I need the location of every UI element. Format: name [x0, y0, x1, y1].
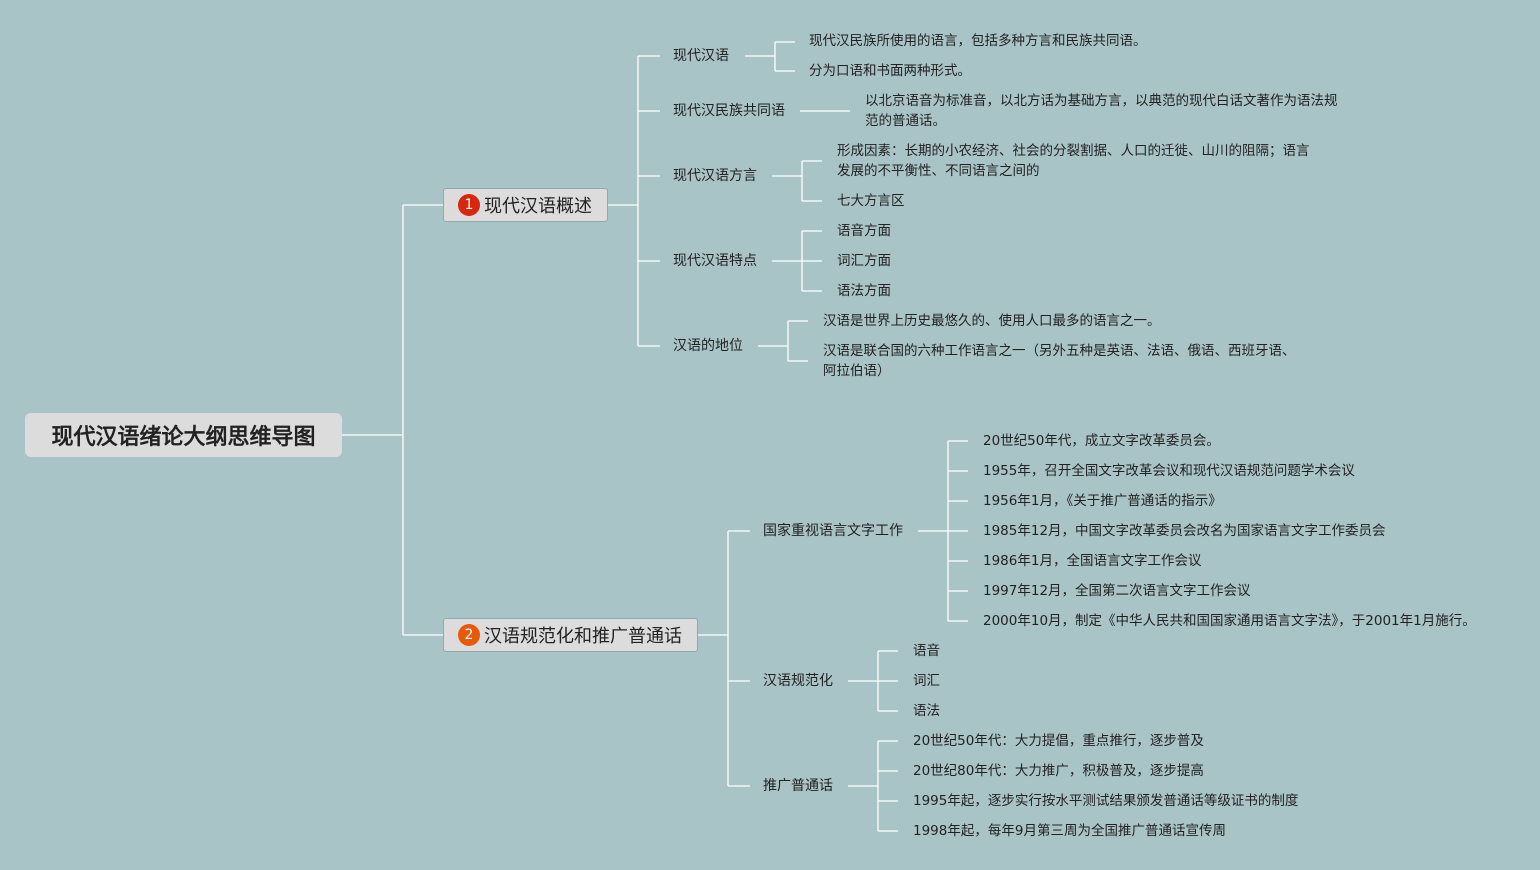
leaf-item[interactable]: 1956年1月，《关于推广普通话的指示》 [983, 493, 1222, 509]
leaf-item[interactable]: 1955年，召开全国文字改革会议和现代汉语规范问题学术会议 [983, 463, 1355, 479]
number-badge-icon: 1 [458, 194, 480, 216]
leaf-item[interactable]: 1985年12月，中国文字改革委员会改名为国家语言文字工作委员会 [983, 523, 1386, 539]
subtopic-guojia-zhongshi[interactable]: 国家重视语言文字工作 [763, 523, 903, 539]
leaf-item[interactable]: 1986年1月，全国语言文字工作会议 [983, 553, 1202, 569]
leaf-item[interactable]: 1995年起，逐步实行按水平测试结果颁发普通话等级证书的制度 [913, 793, 1299, 809]
leaf-item[interactable]: 语法方面 [837, 283, 891, 299]
connector-t2-s2 [848, 650, 898, 712]
leaf-line: 阿拉伯语） [823, 363, 891, 379]
connector-t1-s4 [772, 230, 822, 292]
leaf-item[interactable]: 1997年12月，全国第二次语言文字工作会议 [983, 583, 1251, 599]
leaf-item[interactable]: 语音 [913, 643, 940, 659]
leaf-item[interactable]: 形成因素：长期的小农经济、社会的分裂割据、人口的迁徙、山川的阻隔；语言 发展的不… [837, 141, 1310, 181]
main-topic-2[interactable]: 2 汉语规范化和推广普通话 [443, 618, 698, 652]
subtopic-xiandai-hanyu[interactable]: 现代汉语 [673, 48, 729, 64]
connector-topic-2 [698, 530, 750, 787]
leaf-item[interactable]: 20世纪80年代：大力推广，积极普及，逐步提高 [913, 763, 1204, 779]
leaf-item[interactable]: 现代汉民族所使用的语言，包括多种方言和民族共同语。 [809, 33, 1147, 49]
connector-t1-s3 [772, 160, 822, 202]
subtopic-tuiguang[interactable]: 推广普通话 [763, 778, 833, 794]
connector-t1-s5 [758, 320, 808, 362]
connector-t2-s1 [918, 440, 968, 622]
leaf-line: 范的普通话。 [865, 113, 946, 129]
connector-topic-1 [608, 55, 660, 347]
leaf-item[interactable]: 语法 [913, 703, 940, 719]
leaf-item[interactable]: 20世纪50年代：大力提倡，重点推行，逐步普及 [913, 733, 1204, 749]
leaf-item[interactable]: 汉语是联合国的六种工作语言之一（另外五种是英语、法语、俄语、西班牙语、 阿拉伯语… [823, 341, 1296, 381]
subtopic-fangyan[interactable]: 现代汉语方言 [673, 168, 757, 184]
connector-root [342, 204, 443, 636]
leaf-item[interactable]: 词汇 [913, 673, 940, 689]
main-topic-label: 汉语规范化和推广普通话 [484, 626, 682, 647]
leaf-item[interactable]: 1998年起，每年9月第三周为全国推广普通话宣传周 [913, 823, 1226, 839]
leaf-line: 发展的不平衡性、不同语言之间的 [837, 163, 1040, 179]
connector-t2-s3 [848, 740, 898, 832]
leaf-line: 以北京语音为标准音，以北方话为基础方言，以典范的现代白话文著作为语法规 [865, 93, 1338, 109]
leaf-line: 汉语是联合国的六种工作语言之一（另外五种是英语、法语、俄语、西班牙语、 [823, 343, 1296, 359]
number-badge-icon: 2 [458, 624, 480, 646]
leaf-item[interactable]: 分为口语和书面两种形式。 [809, 63, 971, 79]
leaf-item[interactable]: 词汇方面 [837, 253, 891, 269]
root-topic[interactable]: 现代汉语绪论大纲思维导图 [25, 413, 342, 457]
leaf-item[interactable]: 语音方面 [837, 223, 891, 239]
leaf-line: 形成因素：长期的小农经济、社会的分裂割据、人口的迁徙、山川的阻隔；语言 [837, 143, 1310, 159]
subtopic-gongtongyu[interactable]: 现代汉民族共同语 [673, 103, 785, 119]
leaf-item[interactable]: 七大方言区 [837, 193, 905, 209]
leaf-item[interactable]: 20世纪50年代，成立文字改革委员会。 [983, 433, 1220, 449]
main-topic-label: 现代汉语概述 [484, 196, 592, 217]
root-topic-label: 现代汉语绪论大纲思维导图 [51, 425, 316, 450]
subtopic-guifanhua[interactable]: 汉语规范化 [763, 673, 833, 689]
connector-t1-s1 [745, 41, 795, 72]
subtopic-tedian[interactable]: 现代汉语特点 [673, 253, 757, 269]
subtopic-diwei[interactable]: 汉语的地位 [673, 338, 743, 354]
leaf-item[interactable]: 汉语是世界上历史最悠久的、使用人口最多的语言之一。 [823, 313, 1161, 329]
leaf-item[interactable]: 以北京语音为标准音，以北方话为基础方言，以典范的现代白话文著作为语法规 范的普通… [865, 91, 1338, 131]
main-topic-1[interactable]: 1 现代汉语概述 [443, 188, 608, 222]
leaf-item[interactable]: 2000年10月，制定《中华人民共和国国家通用语言文字法》，于2001年1月施行… [983, 613, 1476, 629]
